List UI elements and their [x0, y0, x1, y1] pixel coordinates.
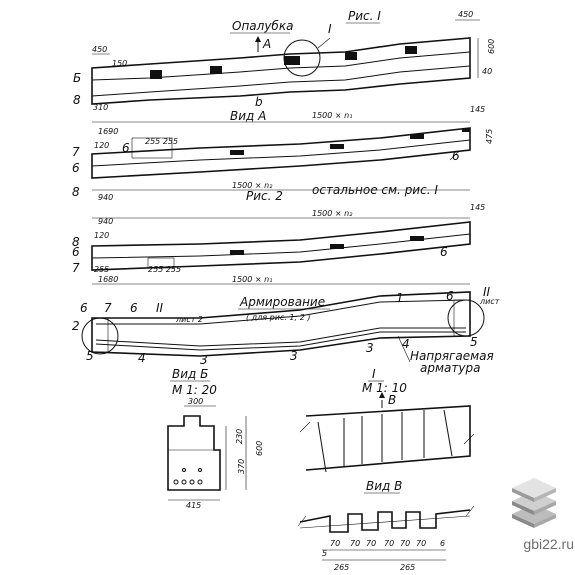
reinforcement: Армирование ( для рис. 1; 2 ) 6 7 6 II л…	[72, 285, 500, 375]
mark-n6-fig2-right: 6	[440, 245, 448, 259]
dim-70-f: 70	[416, 539, 426, 548]
dim-255-fig2: 255	[94, 265, 109, 274]
detail-i-scale: M 1: 10	[362, 381, 407, 395]
mark-n6-a-right: 6	[452, 149, 460, 163]
dim-145-fig2: 145	[470, 203, 485, 212]
dim-70-c: 70	[366, 539, 376, 548]
mark-n8-a: 8	[72, 185, 80, 199]
dim-370: 370	[237, 459, 246, 474]
view-a-title: Вид А	[230, 109, 266, 123]
dim-70-e: 70	[400, 539, 410, 548]
dim-1680: 1680	[98, 275, 118, 284]
mark-n6-a: 6	[72, 161, 80, 175]
mark-n6-r2: 6	[130, 301, 138, 315]
dim-450-left: 450	[92, 45, 107, 54]
sheet-2-ref: лист 2	[175, 315, 203, 324]
dim-70-d: 70	[384, 539, 394, 548]
mark-n4-r2: 4	[402, 337, 410, 351]
figure-1-formwork: Опалубка Рис. I I А 450 150 310 Б 8 b 45…	[73, 9, 496, 112]
view-v: Вид В 70 70 70 70 70 70 5 6 265 265	[297, 479, 475, 572]
mark-n5-r-right: 5	[470, 335, 478, 349]
dim-70-a: 70	[330, 539, 340, 548]
dim-600-b: 600	[255, 441, 264, 456]
view-v-title: Вид В	[366, 479, 402, 493]
mark-ii-right: II	[483, 285, 491, 299]
view-b-title: Вид Б	[172, 367, 208, 381]
mark-ii-left: II	[156, 301, 164, 315]
dim-1500n1-a: 1500 × n₁	[312, 111, 352, 120]
view-a-arrow-mark: А	[262, 37, 271, 51]
mark-n5-r: 5	[86, 349, 94, 363]
view-a: Вид А 1500 × n₁ 1690 145 475 255 255 120…	[72, 105, 494, 202]
dim-265-a: 265	[334, 563, 349, 572]
dim-310: 310	[93, 103, 108, 112]
section-mark-i: I	[328, 22, 332, 36]
dim-1690: 1690	[98, 127, 118, 136]
sheet-ref-right: лист	[479, 297, 500, 306]
view-b-scale: M 1: 20	[172, 383, 217, 397]
mark-n6-a-top: 6	[122, 141, 130, 155]
dim-450-right: 450	[458, 10, 473, 19]
detail-i-title: I	[372, 367, 376, 381]
mark-n3-r1: 3	[200, 353, 208, 367]
dim-940-fig2: 940	[98, 217, 113, 226]
formwork-title: Опалубка	[232, 19, 293, 33]
mark-n1-r: 1	[396, 291, 404, 305]
dim-255-255-a: 255 255	[145, 137, 178, 146]
dim-1500n2-a: 1500 × n₂	[232, 181, 273, 190]
dim-300: 300	[188, 397, 203, 406]
view-v-arrow-mark: В	[388, 393, 396, 407]
mark-n8-fig1: 8	[73, 93, 81, 107]
mark-n7-r: 7	[104, 301, 112, 315]
prestressed-label-2: арматура	[420, 361, 480, 375]
dim-120-a: 120	[94, 141, 109, 150]
dim-230: 230	[235, 429, 244, 444]
dim-255-255-fig2: 255 255	[148, 265, 181, 274]
dim-475: 475	[485, 129, 494, 144]
mark-n3-r3: 3	[366, 341, 374, 355]
mark-n2-r: 2	[72, 319, 80, 333]
dim-70-b: 70	[350, 539, 360, 548]
mark-n8-fig2: 8	[72, 235, 80, 249]
mark-n6-r: 6	[80, 301, 88, 315]
detail-i: I M 1: 10 В	[299, 367, 475, 473]
reinforcement-title: Армирование	[239, 295, 325, 309]
prestressed-label-1: Напрягаемая	[410, 349, 494, 363]
mark-n7-fig2: 7	[72, 261, 80, 275]
figure-2: Рис. 2 остальное см. рис. I 1500 × n₂ 94…	[72, 183, 485, 285]
fig2-label: Рис. 2	[246, 189, 283, 203]
dim-940-a: 940	[98, 193, 113, 202]
dim-6-b: 6	[440, 539, 445, 548]
site-logo-icon	[512, 478, 556, 528]
fig2-note: остальное см. рис. I	[312, 183, 438, 197]
dim-415: 415	[186, 501, 201, 510]
mark-n7-a: 7	[72, 145, 80, 159]
dim-40: 40	[482, 67, 492, 76]
dim-600: 600	[487, 39, 496, 54]
mark-n6-r-right: 6	[446, 289, 454, 303]
site-watermark[interactable]: gbi22.ru	[523, 536, 574, 552]
fig1-label: Рис. I	[348, 9, 381, 23]
mark-b-small: b	[255, 95, 263, 109]
dim-5-a: 5	[322, 549, 327, 558]
view-b-section: Вид Б M 1: 20 300 230 370 600 415	[167, 367, 264, 510]
mark-n3-r2: 3	[290, 349, 298, 363]
dim-145: 145	[470, 105, 485, 114]
dim-1500n1-fig2: 1500 × n₁	[232, 275, 272, 284]
dim-1500n2-fig2: 1500 × n₂	[312, 209, 353, 218]
mark-n6-fig2: 6	[72, 245, 80, 259]
dim-265-b: 265	[400, 563, 415, 572]
dim-150: 150	[112, 59, 127, 68]
mark-b-cyr: Б	[73, 71, 81, 85]
mark-n4-r: 4	[138, 351, 146, 365]
dim-120-fig2: 120	[94, 231, 109, 240]
